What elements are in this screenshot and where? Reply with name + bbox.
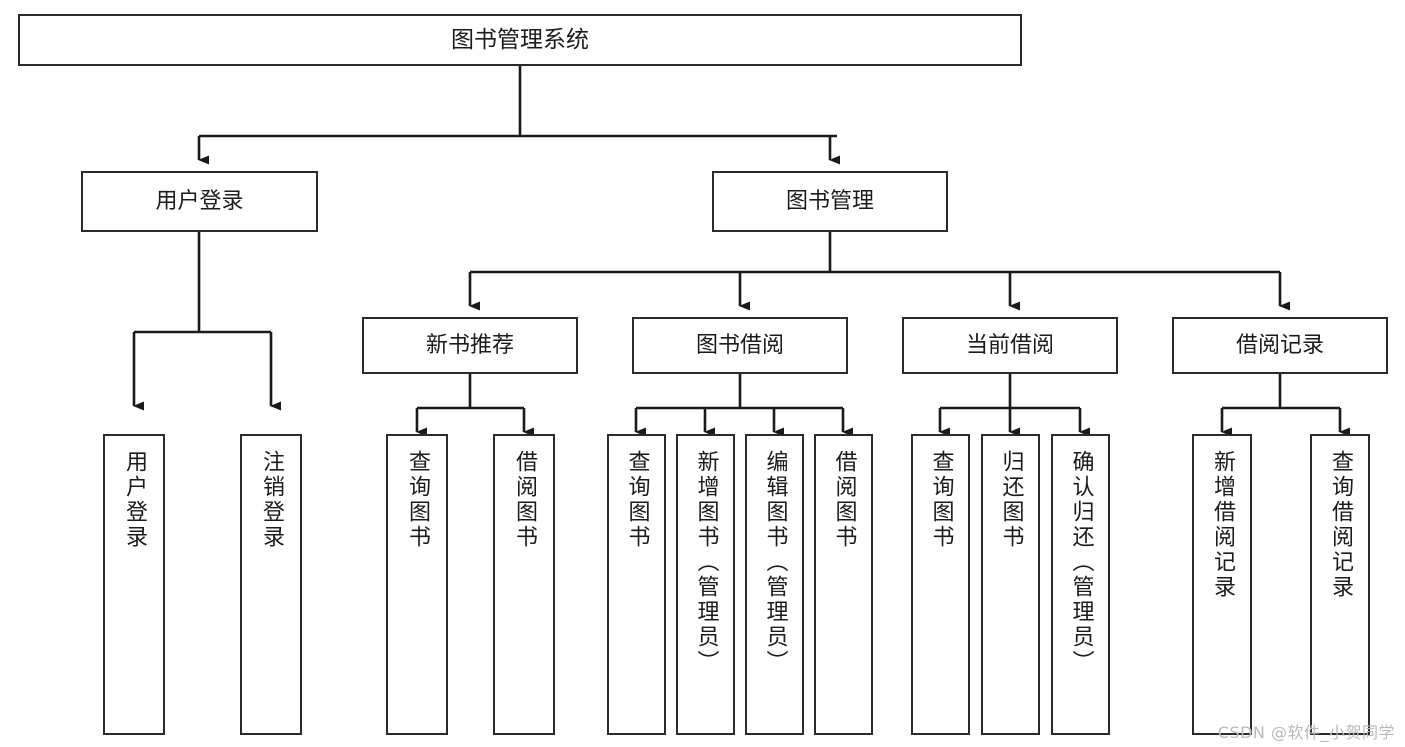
node-label: 借阅记录 <box>1235 332 1324 358</box>
node-book-borrow[interactable]: 图书借阅 <box>632 317 848 374</box>
node-label: 新增借阅记录 <box>1210 450 1235 600</box>
node-label: 图书管理 <box>785 188 874 214</box>
node-label: 查询图书 <box>624 450 650 550</box>
node-borrow-record[interactable]: 借阅记录 <box>1172 317 1388 374</box>
leaf-recommend-query-book[interactable]: 查询图书 <box>386 434 448 735</box>
node-label: 新增图书（管理员） <box>693 450 719 675</box>
leaf-current-confirm-return-admin[interactable]: 确认归还（管理员） <box>1051 434 1110 735</box>
node-label: 编辑图书（管理员） <box>762 450 788 675</box>
node-label: 图书借阅 <box>695 332 784 358</box>
node-label: 当前借阅 <box>965 332 1054 358</box>
leaf-recommend-borrow-book[interactable]: 借阅图书 <box>493 434 555 735</box>
node-label: 图书管理系统 <box>451 26 589 53</box>
node-label: 归还图书 <box>998 450 1024 550</box>
leaf-user-login-signout[interactable]: 注销登录 <box>240 434 302 735</box>
node-root-system[interactable]: 图书管理系统 <box>18 14 1022 66</box>
node-label: 查询借阅记录 <box>1328 450 1353 600</box>
node-label: 用户登录 <box>122 450 147 550</box>
node-label: 确认归还（管理员） <box>1068 450 1094 675</box>
node-new-book-recommend[interactable]: 新书推荐 <box>362 317 578 374</box>
leaf-record-query-record[interactable]: 查询借阅记录 <box>1310 434 1370 735</box>
leaf-borrow-add-book-admin[interactable]: 新增图书（管理员） <box>676 434 735 735</box>
leaf-borrow-query-book[interactable]: 查询图书 <box>607 434 666 735</box>
leaf-current-query-book[interactable]: 查询图书 <box>911 434 970 735</box>
leaf-user-login-signin[interactable]: 用户登录 <box>103 434 165 735</box>
node-user-login[interactable]: 用户登录 <box>81 171 318 232</box>
node-label: 查询图书 <box>405 450 430 550</box>
csdn-watermark: CSDN @软件_小贺同学 <box>1217 723 1395 742</box>
leaf-current-return-book[interactable]: 归还图书 <box>981 434 1040 735</box>
node-label: 新书推荐 <box>425 332 514 358</box>
node-label: 注销登录 <box>259 450 284 550</box>
node-label: 查询图书 <box>928 450 954 550</box>
node-label: 用户登录 <box>155 188 244 214</box>
node-current-borrow[interactable]: 当前借阅 <box>902 317 1118 374</box>
leaf-borrow-borrow-book[interactable]: 借阅图书 <box>814 434 873 735</box>
node-label: 借阅图书 <box>512 450 537 550</box>
leaf-record-add-record[interactable]: 新增借阅记录 <box>1192 434 1252 735</box>
node-label: 借阅图书 <box>831 450 857 550</box>
node-book-management[interactable]: 图书管理 <box>712 171 948 232</box>
leaf-borrow-edit-book-admin[interactable]: 编辑图书（管理员） <box>745 434 804 735</box>
